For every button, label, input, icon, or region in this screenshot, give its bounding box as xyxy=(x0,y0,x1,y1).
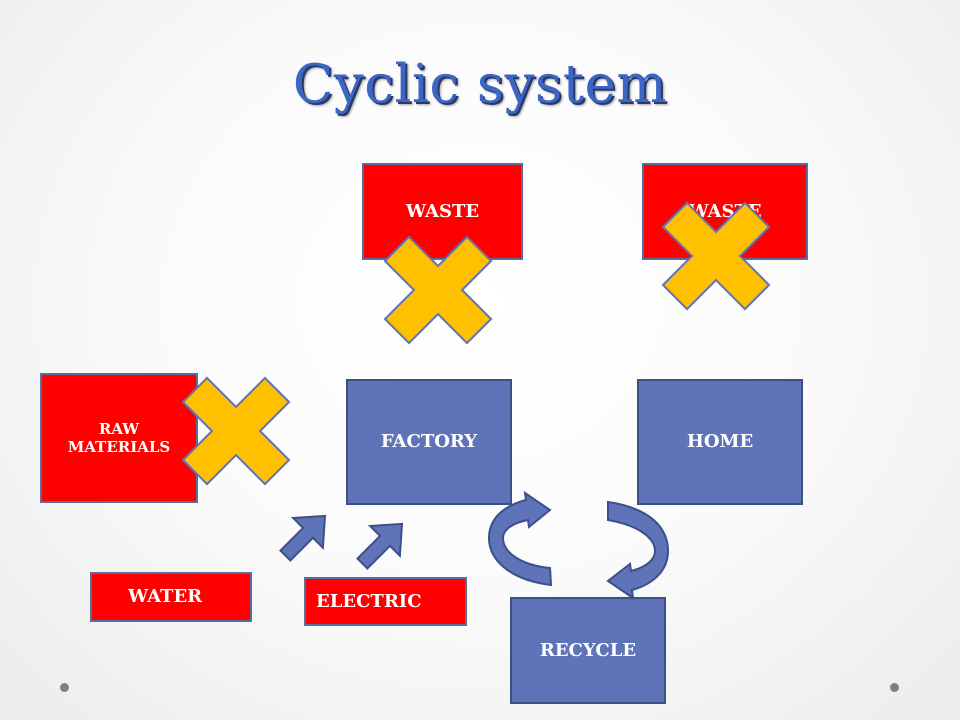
home-box: HOME xyxy=(637,379,803,505)
curved-cycle-arrow-icon xyxy=(606,500,670,601)
recycle-label: RECYCLE xyxy=(539,639,637,661)
x-cross-icon xyxy=(632,172,800,340)
left-dot-icon xyxy=(60,683,69,692)
water-label: WATER xyxy=(128,586,203,607)
recycle-box: RECYCLE xyxy=(510,597,666,704)
factory-box: FACTORY xyxy=(346,379,512,505)
right-dot-icon xyxy=(890,683,899,692)
home-label: HOME xyxy=(686,431,754,453)
x-cross-icon xyxy=(354,206,522,374)
slide-title: Cyclic system xyxy=(292,54,668,115)
factory-label: FACTORY xyxy=(380,431,478,453)
raw-materials-box: RAW MATERIALS xyxy=(40,373,198,503)
waste-box-1: WASTE xyxy=(362,163,523,260)
up-right-arrow-icon xyxy=(269,500,341,572)
electric-label: ELECTRIC xyxy=(316,590,422,612)
raw-materials-label: RAW MATERIALS xyxy=(67,420,171,456)
electric-box: ELECTRIC xyxy=(304,577,467,626)
waste-label-1: WASTE xyxy=(405,201,480,222)
x-cross-icon xyxy=(152,347,320,515)
water-box: WATER xyxy=(90,572,252,622)
curved-cycle-arrow-icon xyxy=(487,490,553,587)
up-right-arrow-icon xyxy=(346,508,418,580)
